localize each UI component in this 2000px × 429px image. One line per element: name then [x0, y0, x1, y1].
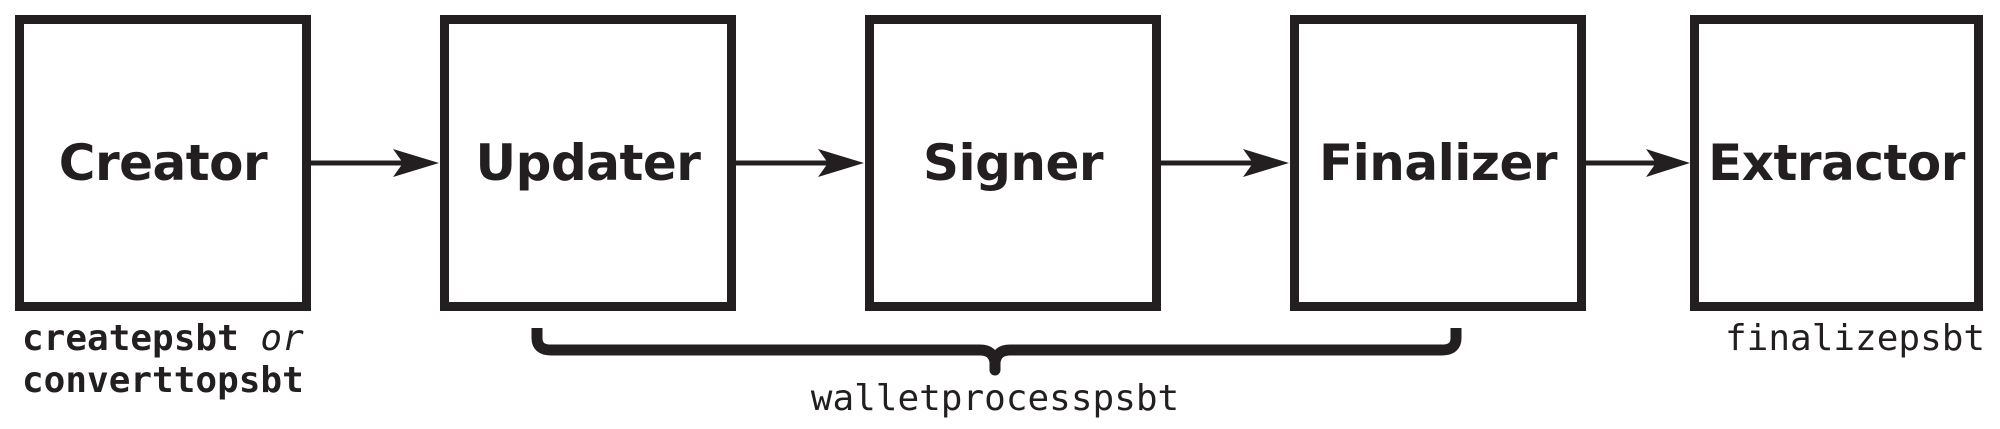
caption-creator-line-2: converttopsbt	[22, 360, 304, 402]
stage-label-creator: Creator	[58, 134, 268, 192]
caption-or: or	[238, 318, 304, 359]
arrow-signer-to-finalizer	[1161, 149, 1289, 177]
arrow-finalizer-to-extractor	[1586, 149, 1690, 177]
caption-walletprocesspsbt: walletprocesspsbt	[810, 378, 1180, 419]
caption-finalizepsbt: finalizepsbt	[1725, 318, 1986, 359]
caption-walletprocesspsbt-wrapper: walletprocesspsbt	[811, 378, 1179, 420]
caption-converttopsbt: converttopsbt	[22, 360, 304, 402]
caption-creator: createpsbt or converttopsbt	[22, 318, 304, 403]
caption-extractor-line-1: finalizepsbt	[1725, 318, 1985, 360]
arrow-creator-to-updater	[311, 149, 439, 177]
walletprocesspsbt-brace	[531, 328, 1462, 376]
stage-box-finalizer[interactable]: Finalizer	[1290, 15, 1586, 311]
stage-label-extractor: Extractor	[1708, 134, 1965, 192]
stage-label-updater: Updater	[475, 134, 701, 192]
caption-createpsbt: createpsbt	[22, 318, 239, 359]
stage-box-extractor[interactable]: Extractor	[1690, 15, 1983, 311]
caption-creator-line-1: createpsbt or	[22, 318, 304, 360]
arrow-updater-to-signer	[736, 149, 864, 177]
stage-box-creator[interactable]: Creator	[15, 15, 311, 311]
stage-box-signer[interactable]: Signer	[865, 15, 1161, 311]
stage-label-signer: Signer	[922, 134, 1104, 192]
stage-box-updater[interactable]: Updater	[440, 15, 736, 311]
caption-extractor: finalizepsbt	[1725, 318, 1985, 360]
stage-label-finalizer: Finalizer	[1318, 134, 1558, 192]
